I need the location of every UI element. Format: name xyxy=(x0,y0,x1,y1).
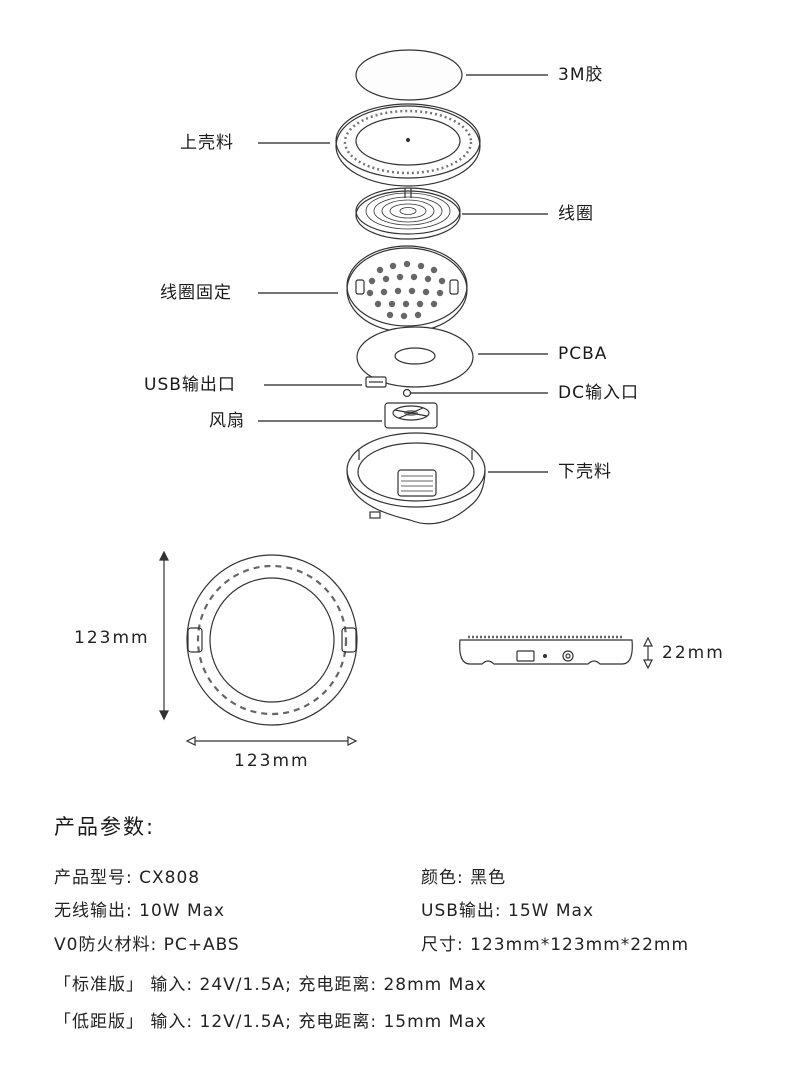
bottom-shell-part xyxy=(346,432,486,525)
width-dimension xyxy=(185,736,358,746)
thickness-dimension-label: 22mm xyxy=(662,643,725,663)
spec-wireless-output: 无线输出: 10W Max xyxy=(54,901,226,921)
pcba-part xyxy=(356,326,474,388)
label-bottom-shell: 下壳料 xyxy=(558,462,612,482)
label-top-shell: 上壳料 xyxy=(180,133,234,153)
thickness-dimension xyxy=(643,636,653,670)
coil-holder-part xyxy=(346,245,468,333)
label-dc-in: DC输入口 xyxy=(558,383,639,403)
height-dimension xyxy=(159,550,169,721)
label-coil-holder: 线圈固定 xyxy=(160,283,232,303)
height-dimension-label: 123mm xyxy=(74,628,150,648)
label-usb-out: USB输出口 xyxy=(144,375,236,395)
spec-material: V0防火材料: PC+ABS xyxy=(54,935,240,955)
spec-color: 颜色: 黑色 xyxy=(421,868,507,888)
spec-standard-version: 「标准版」 输入: 24V/1.5A; 充电距离: 28mm Max xyxy=(54,975,487,995)
coil-part xyxy=(355,187,461,240)
top-shell-part xyxy=(335,103,481,187)
label-fan: 风扇 xyxy=(209,411,245,431)
label-tape: 3M胶 xyxy=(558,65,604,85)
label-pcba: PCBA xyxy=(558,344,608,364)
top-view xyxy=(186,554,358,726)
width-dimension-label: 123mm xyxy=(234,751,310,771)
side-view xyxy=(459,635,633,665)
fan-part xyxy=(384,402,438,429)
specs-title: 产品参数: xyxy=(54,815,156,839)
dc-port-part xyxy=(402,388,412,398)
spec-usb-output: USB输出: 15W Max xyxy=(421,901,595,921)
leader-lines xyxy=(258,74,548,473)
spec-model: 产品型号: CX808 xyxy=(54,868,201,888)
spec-low-distance-version: 「低距版」 输入: 12V/1.5A; 充电距离: 15mm Max xyxy=(54,1012,487,1032)
spec-size: 尺寸: 123mm*123mm*22mm xyxy=(421,935,690,955)
usb-port-part xyxy=(365,376,387,388)
tape-disc xyxy=(355,49,463,101)
label-coil: 线圈 xyxy=(558,204,594,224)
